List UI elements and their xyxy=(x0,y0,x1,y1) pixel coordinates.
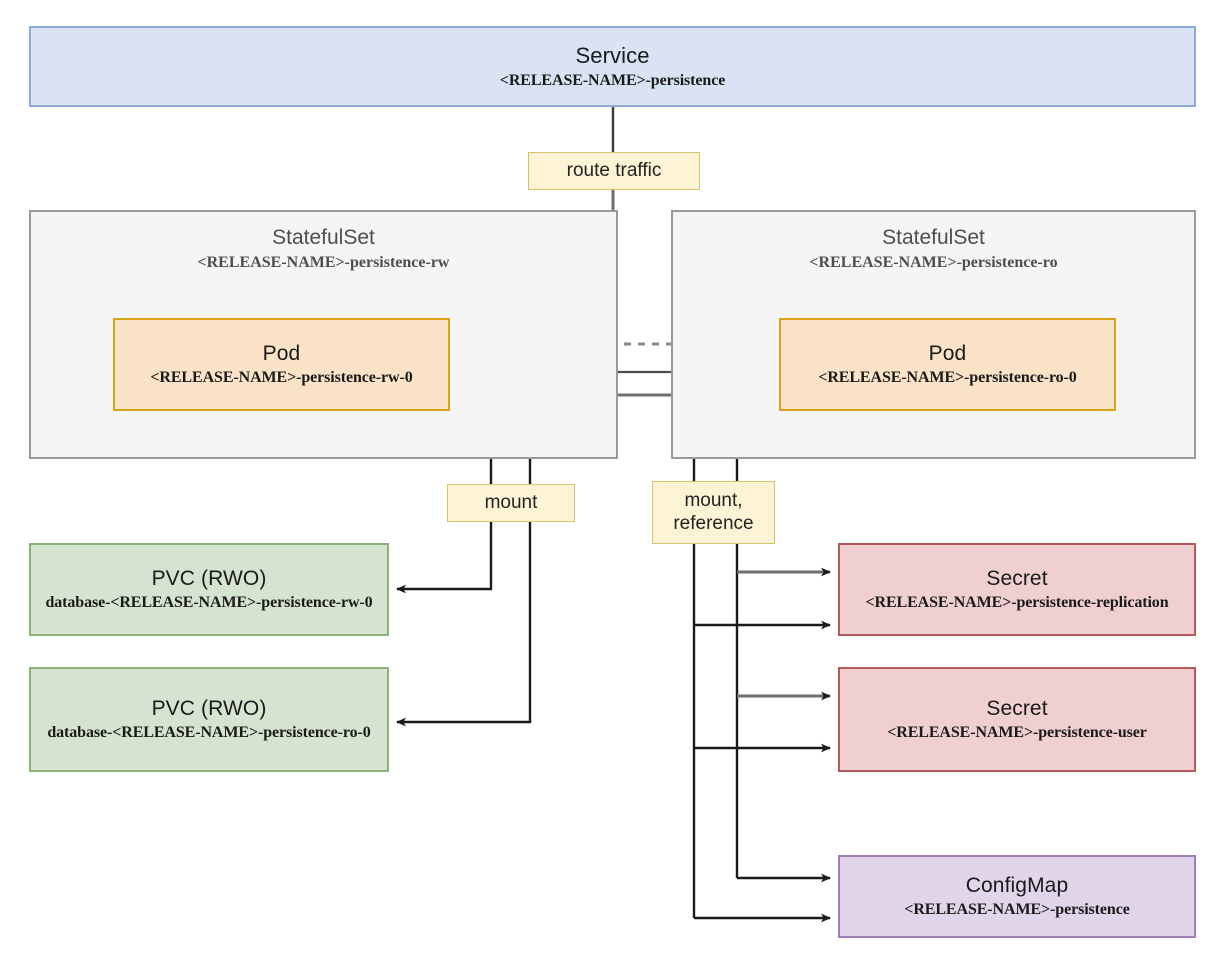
statefulset-ro-name: <RELEASE-NAME>-persistence-ro xyxy=(809,254,1058,271)
configmap-node[interactable]: ConfigMap <RELEASE-NAME>-persistence xyxy=(838,855,1196,938)
secret-replication-node[interactable]: Secret <RELEASE-NAME>-persistence-replic… xyxy=(838,543,1196,636)
edge-label-route-traffic: route traffic xyxy=(528,152,700,190)
pvc-ro-name: database-<RELEASE-NAME>-persistence-ro-0 xyxy=(47,723,371,741)
statefulset-ro-kind: StatefulSet xyxy=(882,226,985,249)
edge-label-mount-reference-text: mount, reference xyxy=(673,489,754,534)
edge-label-mount-reference: mount, reference xyxy=(652,481,775,544)
edge-label-mount: mount xyxy=(447,484,575,522)
secret-replication-name: <RELEASE-NAME>-persistence-replication xyxy=(865,593,1169,611)
statefulset-rw-kind: StatefulSet xyxy=(272,226,375,249)
secret-user-kind: Secret xyxy=(986,697,1048,721)
pvc-ro-kind: PVC (RWO) xyxy=(151,697,267,721)
pod-ro-node[interactable]: Pod <RELEASE-NAME>-persistence-ro-0 xyxy=(779,318,1116,411)
pvc-rw-node[interactable]: PVC (RWO) database-<RELEASE-NAME>-persis… xyxy=(29,543,389,636)
configmap-kind: ConfigMap xyxy=(965,874,1069,898)
pod-rw-node[interactable]: Pod <RELEASE-NAME>-persistence-rw-0 xyxy=(113,318,450,411)
pod-rw-name: <RELEASE-NAME>-persistence-rw-0 xyxy=(150,368,413,386)
pvc-ro-node[interactable]: PVC (RWO) database-<RELEASE-NAME>-persis… xyxy=(29,667,389,772)
service-node[interactable]: Service <RELEASE-NAME>-persistence xyxy=(29,26,1196,107)
secret-user-name: <RELEASE-NAME>-persistence-user xyxy=(887,723,1147,741)
statefulset-rw-name: <RELEASE-NAME>-persistence-rw xyxy=(197,254,450,271)
service-name: <RELEASE-NAME>-persistence xyxy=(499,72,726,90)
pod-rw-kind: Pod xyxy=(262,342,301,366)
pvc-rw-name: database-<RELEASE-NAME>-persistence-rw-0 xyxy=(45,593,373,611)
statefulset-rw-label: StatefulSet <RELEASE-NAME>-persistence-r… xyxy=(31,226,616,272)
secret-user-node[interactable]: Secret <RELEASE-NAME>-persistence-user xyxy=(838,667,1196,772)
service-kind: Service xyxy=(575,42,650,68)
pod-ro-kind: Pod xyxy=(928,342,967,366)
pod-ro-name: <RELEASE-NAME>-persistence-ro-0 xyxy=(818,368,1077,386)
pvc-rw-kind: PVC (RWO) xyxy=(151,567,267,591)
secret-replication-kind: Secret xyxy=(986,567,1048,591)
statefulset-ro-label: StatefulSet <RELEASE-NAME>-persistence-r… xyxy=(673,226,1194,272)
configmap-name: <RELEASE-NAME>-persistence xyxy=(904,900,1130,918)
